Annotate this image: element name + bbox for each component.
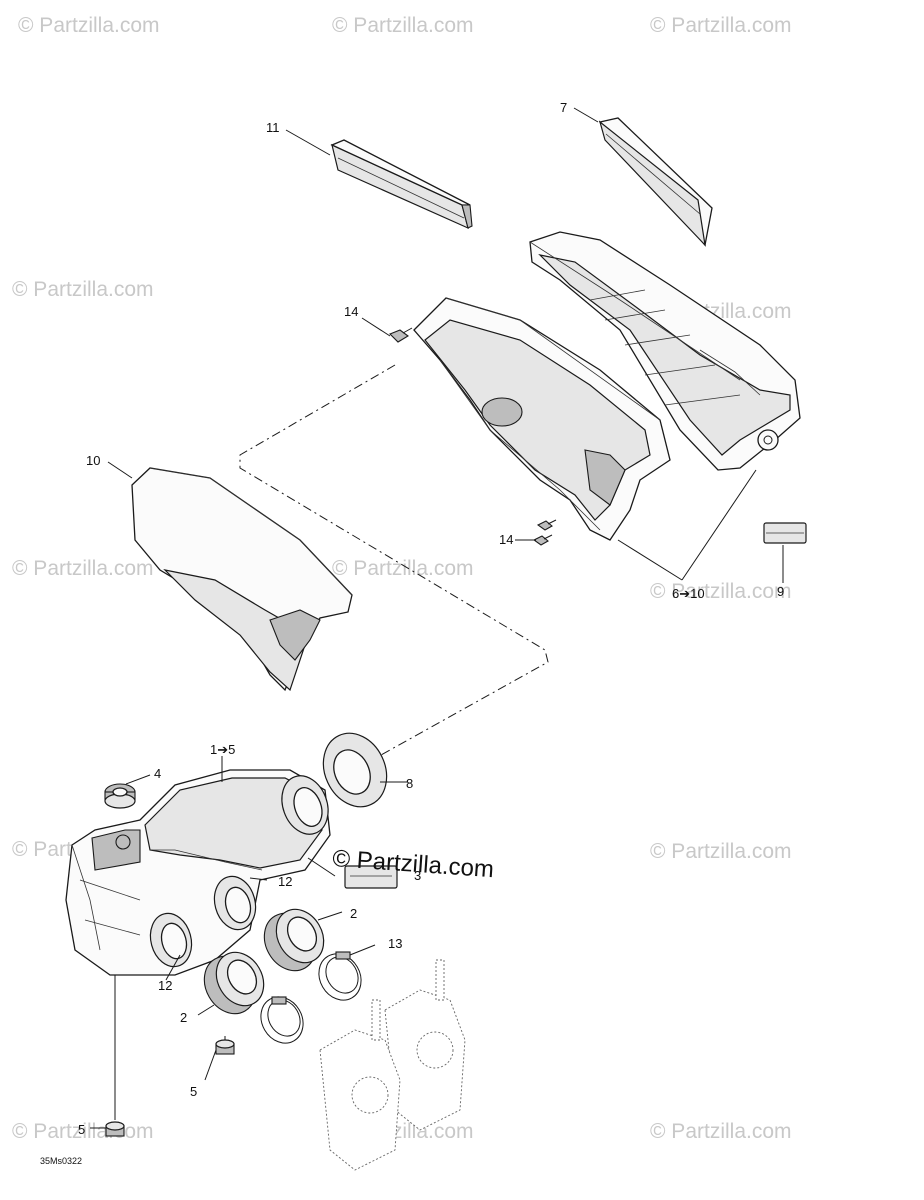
- carburetors: [319, 959, 466, 1171]
- callout-2: 2: [180, 1010, 187, 1025]
- watermark: © Partzilla.com: [332, 557, 474, 580]
- callout-12: 12: [158, 978, 172, 993]
- part-3-decal: [344, 865, 398, 889]
- callout-3: 3: [414, 868, 421, 883]
- part-6-10-airbox-cover: [529, 231, 801, 471]
- part-2-adaptor-lower: [203, 951, 265, 1015]
- part-10-cover: [131, 467, 353, 692]
- part-14-screw: [389, 327, 413, 343]
- leader-lines: [90, 107, 784, 1129]
- part-2-adaptor-upper: [263, 908, 325, 972]
- callout-1-5: 1➔5: [210, 742, 235, 757]
- callout-4: 4: [154, 766, 161, 781]
- watermark: © Partzilla.com: [18, 14, 160, 37]
- assembly-line: [239, 364, 549, 761]
- part-11-foam-strip: [330, 139, 473, 230]
- diagram-code: 35Ms0322: [40, 1156, 82, 1166]
- part-8-gasket: [322, 732, 388, 808]
- part-5-plug-lower: [105, 1121, 125, 1137]
- callout-13: 13: [388, 936, 402, 951]
- callout-11: 11: [266, 120, 280, 135]
- callout-5: 5: [78, 1122, 85, 1137]
- callout-10: 10: [86, 453, 100, 468]
- callouts: 11 7 14 14 10 6➔10 9 1➔5 4 8 3 12 12 2 2…: [78, 100, 784, 1137]
- callout-2: 2: [350, 906, 357, 921]
- callout-12: 12: [278, 874, 292, 889]
- watermark: © Partzilla.com: [12, 278, 154, 301]
- callout-7: 7: [560, 100, 567, 115]
- watermark: © Partzilla.com: [650, 14, 792, 37]
- watermark: © Partzilla.com: [650, 840, 792, 863]
- part-14-screws-lower: [532, 519, 557, 546]
- callout-8: 8: [406, 776, 413, 791]
- watermark: © Partzilla.com: [12, 557, 154, 580]
- part-5-plug-upper: [215, 1036, 235, 1055]
- part-4-grommet: [104, 783, 136, 809]
- part-13-clamp-upper: [318, 951, 362, 1001]
- callout-14: 14: [499, 532, 513, 547]
- callout-14: 14: [344, 304, 358, 319]
- part-6-10-filter-housing: [413, 297, 671, 541]
- callout-9: 9: [777, 584, 784, 599]
- watermark: © Partzilla.com: [332, 14, 474, 37]
- part-7-foam-strip: [598, 117, 713, 247]
- part-9-label: [763, 522, 807, 544]
- part-1-5-airbox: [65, 769, 331, 976]
- callout-6-10: 6➔10: [672, 586, 705, 601]
- watermark: © Partzilla.com: [650, 1120, 792, 1143]
- watermark: © Partzilla.com: [650, 580, 792, 603]
- part-13-clamp-lower: [260, 996, 304, 1044]
- callout-5: 5: [190, 1084, 197, 1099]
